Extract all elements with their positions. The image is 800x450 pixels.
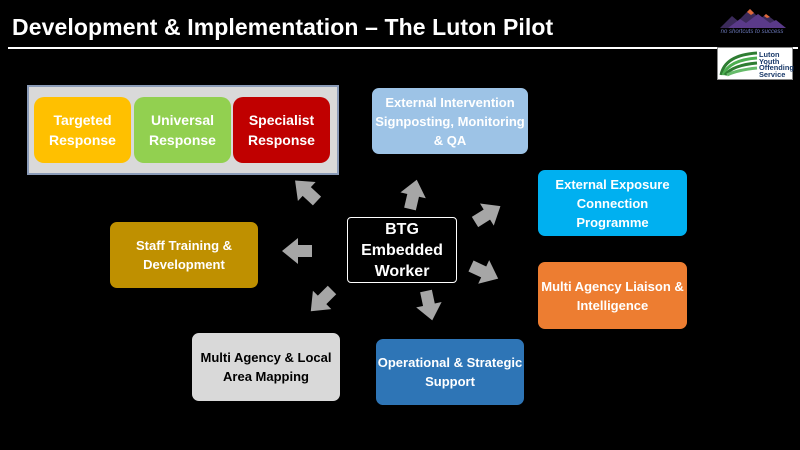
multi-agency-mapping-box: Multi Agency & Local Area Mapping (192, 333, 340, 401)
specialist-response-box: Specialist Response (233, 97, 330, 163)
title-rule (8, 47, 798, 49)
arrow-to-multi-agency-mapping (310, 285, 337, 312)
staff-training-box: Staff Training & Development (110, 222, 258, 288)
slide-title: Development & Implementation – The Luton… (12, 14, 554, 40)
arrow-to-external-intervention (400, 179, 426, 211)
logo-text: Luton Youth Offending Service (759, 50, 794, 79)
arrow-to-multi-agency-liaison (468, 260, 499, 284)
arrow-to-external-exposure (471, 203, 501, 228)
youth-offending-service-logo: Luton Youth Offending Service (717, 47, 794, 80)
multi-agency-liaison-box: Multi Agency Liaison & Intelligence (538, 262, 687, 329)
universal-response-box: Universal Response (134, 97, 231, 163)
logo-tagline: no shortcuts to success (720, 29, 784, 35)
arrow-to-responses (295, 180, 322, 206)
arrow-to-staff-training (282, 238, 312, 264)
targeted-response-box: Targeted Response (34, 97, 131, 163)
arrow-to-operational-support (416, 289, 442, 321)
external-exposure-box: External Exposure Connection Programme (538, 170, 687, 236)
external-intervention-box: External Intervention Signposting, Monit… (372, 88, 528, 154)
swoosh-logo-icon (719, 51, 758, 77)
btg-embedded-worker-box: BTG Embedded Worker (347, 217, 457, 283)
mountain-logo-icon (720, 9, 786, 28)
operational-support-box: Operational & Strategic Support (376, 339, 524, 405)
